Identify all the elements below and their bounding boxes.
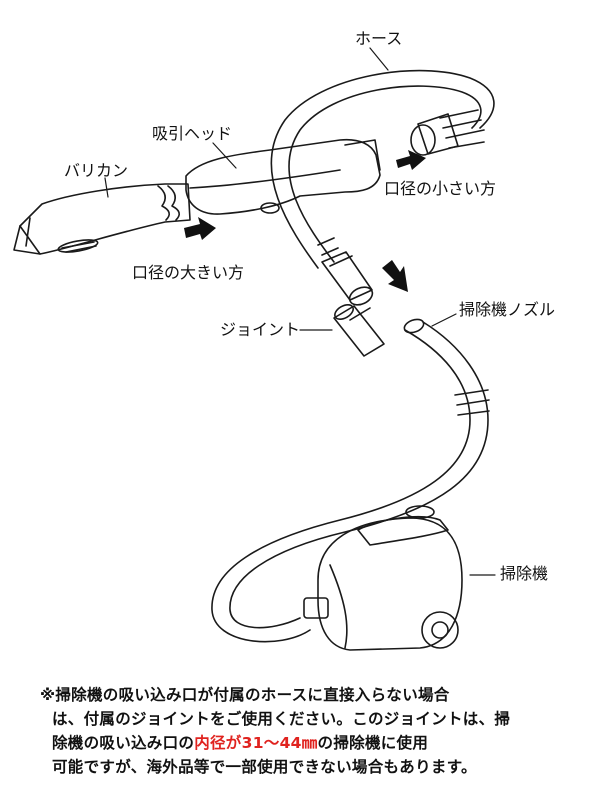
- inner-diameter-highlight: 内径が31～44㎜: [194, 734, 318, 752]
- arrow-large-opening: [184, 217, 216, 240]
- note-line-2: は、付属のジョイントをご使用ください。このジョイントは、掃: [52, 710, 511, 728]
- assembly-diagram: [13, 47, 496, 651]
- large-end-connector: [321, 251, 374, 306]
- joint-illustration: [333, 303, 385, 357]
- vacuum-body-illustration: [303, 505, 463, 651]
- arrow-to-nozzle: [382, 260, 408, 292]
- arrow-small-opening: [396, 150, 426, 170]
- note-line-3-pre: 除機の吸い込み口の: [52, 734, 195, 752]
- small-opening-label: 口径の小さい方: [384, 179, 497, 198]
- leader-lines: [104, 47, 496, 576]
- nozzle-label: 掃除機ノズル: [459, 300, 556, 319]
- note-line-3: 除機の吸い込み口の内径が31～44㎜の掃除機に使用: [40, 731, 585, 755]
- note-line-1: ※掃除機の吸い込み口が付属のホースに直接入らない場合: [40, 686, 450, 704]
- nozzle-and-vacuum-hose: [211, 318, 490, 643]
- usage-note: ※掃除機の吸い込み口が付属のホースに直接入らない場合 は、付属のジョイントをご使…: [40, 683, 585, 779]
- note-line-4: 可能ですが、海外品等で一部使用できない場合もあります。: [52, 758, 477, 776]
- clipper-illustration: [13, 183, 191, 255]
- suction-head-illustration: [185, 138, 381, 215]
- clipper-label: バリカン: [64, 161, 129, 180]
- suction-head-label: 吸引ヘッド: [152, 124, 233, 143]
- joint-label: ジョイント: [220, 320, 301, 339]
- note-line-3-post: の掃除機に使用: [317, 734, 429, 752]
- hose-label: ホース: [355, 29, 403, 48]
- large-opening-label: 口径の大きい方: [132, 263, 245, 282]
- hose-illustration: [270, 69, 495, 269]
- vacuum-label: 掃除機: [500, 564, 549, 583]
